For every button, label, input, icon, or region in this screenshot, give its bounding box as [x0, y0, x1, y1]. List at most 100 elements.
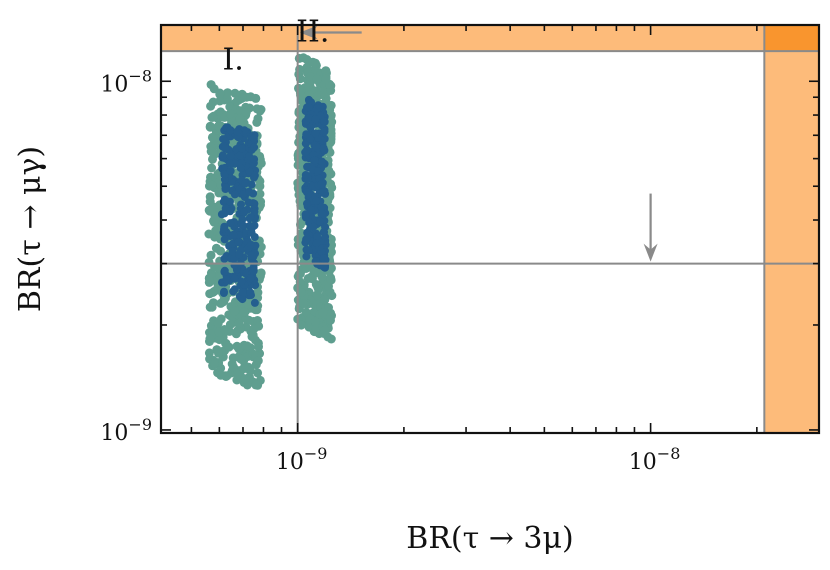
scatter-points: [204, 53, 337, 390]
outer-point-1: [210, 262, 220, 272]
outer-point-1: [255, 271, 265, 281]
outer-point-2: [294, 270, 304, 280]
outer-point-1: [253, 288, 263, 297]
inner-point-1: [220, 287, 228, 296]
inner-point-2: [304, 246, 313, 255]
inner-point-1: [247, 251, 256, 260]
plot-frame: [159, 23, 821, 435]
inner-point-2: [309, 222, 318, 231]
inner-point-1: [244, 198, 253, 207]
outer-point-2: [296, 288, 306, 297]
outer-point-1: [228, 353, 238, 363]
outer-point-2: [326, 125, 336, 135]
inner-point-1: [226, 152, 235, 160]
inner-point-1: [246, 274, 255, 283]
outer-point-1: [233, 326, 242, 336]
inner-point-2: [318, 102, 327, 111]
outer-point-2: [311, 324, 321, 333]
inner-point-1: [235, 250, 243, 259]
outer-point-2: [311, 266, 321, 276]
outer-point-1: [207, 180, 217, 190]
y-tick-label-2: 10−8: [100, 66, 152, 97]
outer-point-2: [317, 272, 327, 282]
outer-point-1: [254, 342, 263, 352]
outer-point-1: [205, 334, 215, 344]
outer-point-1: [215, 88, 225, 98]
inner-point-1: [246, 288, 255, 297]
inner-point-2: [313, 232, 322, 241]
outer-point-1: [210, 211, 220, 220]
inner-point-1: [238, 295, 247, 304]
outer-point-2: [320, 295, 330, 305]
outer-point-1: [207, 163, 217, 173]
outer-point-1: [236, 354, 246, 364]
outer-point-1: [206, 101, 216, 111]
inner-point-1: [237, 144, 246, 153]
inner-point-1: [220, 170, 229, 179]
outer-point-1: [232, 341, 242, 351]
inner-point-1: [239, 208, 248, 217]
y-tick-label-1: 10−9: [100, 415, 152, 446]
inner-point-2: [303, 234, 311, 243]
inner-point-2: [319, 227, 328, 236]
outer-point-1: [251, 93, 261, 103]
outer-point-1: [210, 358, 220, 368]
outer-point-2: [324, 303, 333, 312]
outer-point-1: [215, 96, 225, 106]
inner-point-1: [246, 240, 255, 249]
inner-point-1: [230, 190, 239, 199]
inner-point-2: [301, 148, 310, 157]
inner-point-1: [221, 144, 230, 153]
inner-point-1: [230, 274, 239, 283]
inner-point-2: [312, 239, 321, 248]
outer-point-1: [229, 362, 238, 372]
inner-point-2: [311, 129, 320, 138]
inner-point-1: [226, 207, 234, 216]
inner-point-1: [220, 254, 229, 263]
outer-point-2: [326, 275, 336, 285]
inner-point-2: [317, 180, 326, 189]
outer-point-1: [253, 356, 263, 366]
outer-point-2: [296, 228, 306, 238]
outer-point-1: [255, 106, 265, 116]
inner-point-1: [237, 277, 246, 286]
outer-point-1: [205, 302, 215, 312]
inner-point-2: [318, 210, 327, 219]
outer-point-2: [310, 316, 320, 326]
arrow-left-head: [299, 25, 318, 40]
outer-point-2: [294, 53, 304, 63]
inner-point-2: [319, 187, 328, 196]
inner-point-1: [238, 215, 247, 224]
outer-point-1: [207, 132, 217, 142]
inner-point-1: [249, 266, 258, 275]
outer-point-1: [241, 314, 251, 324]
excluded-band-y: [161, 25, 819, 52]
outer-point-1: [216, 370, 226, 380]
outer-point-2: [320, 325, 330, 335]
inner-point-1: [220, 225, 228, 234]
excluded-regions: [161, 25, 819, 433]
outer-point-2: [326, 334, 336, 344]
outer-point-1: [249, 324, 259, 334]
outer-point-2: [296, 320, 306, 330]
outer-point-2: [299, 299, 309, 309]
outer-point-1: [208, 112, 218, 122]
outer-point-1: [232, 96, 242, 106]
arrow-down-head: [643, 243, 658, 262]
outer-point-1: [253, 368, 263, 378]
inner-point-1: [222, 275, 231, 284]
outer-point-2: [312, 74, 322, 84]
outer-point-2: [326, 315, 335, 325]
outer-point-1: [206, 250, 216, 260]
outer-point-1: [214, 348, 223, 358]
inner-point-2: [317, 203, 326, 212]
outer-point-1: [204, 205, 214, 215]
inner-point-1: [235, 151, 244, 160]
plot-area: [161, 25, 819, 433]
outer-point-1: [221, 338, 231, 348]
inner-point-2: [302, 252, 311, 261]
inner-point-2: [303, 199, 311, 208]
x-tick-label-2: 10−8: [629, 444, 681, 475]
inner-point-1: [241, 179, 250, 188]
outer-point-2: [326, 110, 336, 120]
